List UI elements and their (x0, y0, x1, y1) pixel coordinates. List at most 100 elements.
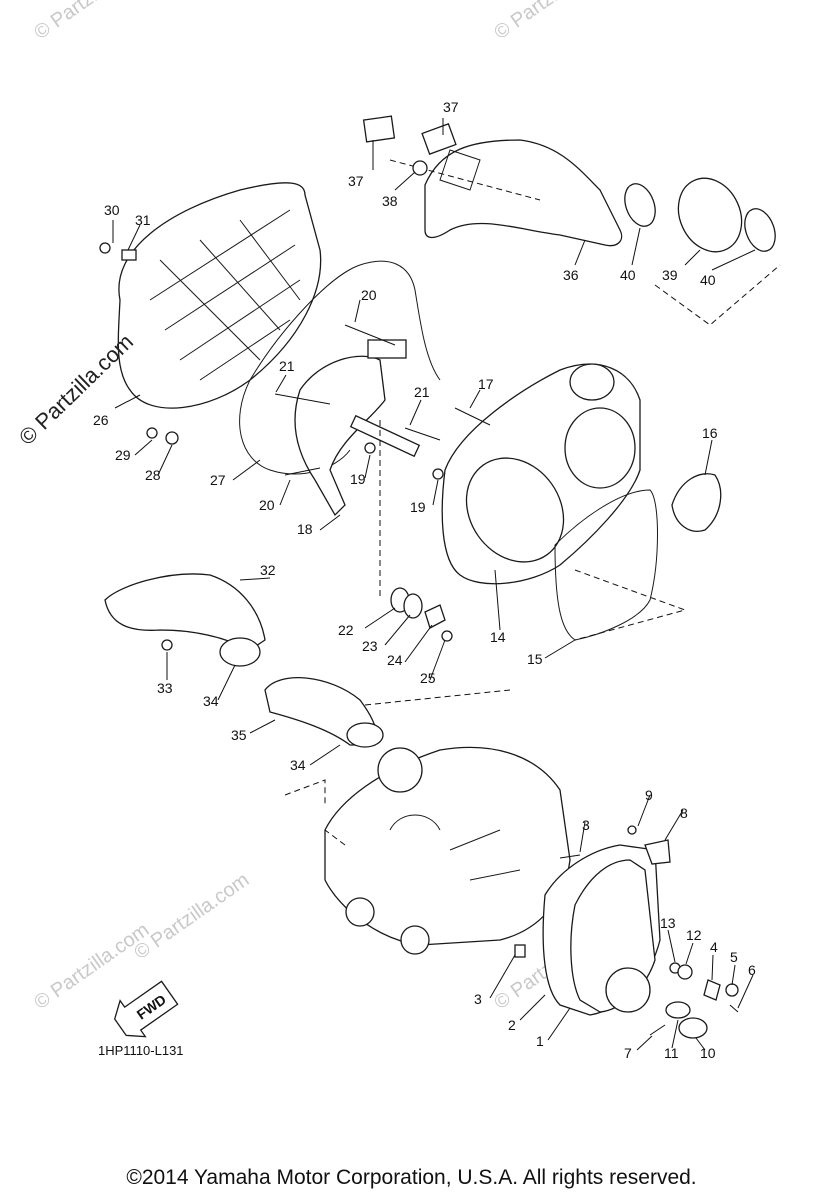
callout-39: 39 (662, 267, 678, 283)
cover-duct-port (569, 363, 615, 401)
callout-15: 15 (527, 651, 543, 667)
gasket-16 (671, 473, 722, 532)
crankcase-assembly (284, 746, 581, 958)
callout-31: 31 (135, 212, 151, 228)
cover-grille (149, 209, 301, 381)
bolt-25 (441, 630, 453, 642)
lower-duct-dashed (364, 689, 511, 706)
bolt-30 (99, 242, 111, 254)
callout-21: 21 (279, 358, 295, 374)
cap-10 (678, 1017, 708, 1039)
callout-labels: 37 37 38 36 40 39 40 30 31 26 29 28 27 2… (93, 99, 756, 1061)
crankcase-cover-assembly (542, 825, 739, 1039)
callout-37: 37 (443, 99, 459, 115)
callout-17: 17 (478, 376, 494, 392)
clamp-28 (165, 431, 179, 445)
callout-32: 32 (260, 562, 276, 578)
oring-11 (665, 1001, 691, 1019)
callout-22: 22 (338, 622, 354, 638)
watermark-mid-left: © Partzilla.com (130, 869, 253, 964)
gasket-connection-dashed (574, 569, 687, 641)
callout-19: 19 (410, 499, 426, 515)
outer-cover-assembly (99, 182, 322, 445)
bearing-23 (403, 593, 423, 619)
damper-38 (412, 160, 428, 176)
inner-cover-assembly (441, 363, 722, 641)
copyright-notice: ©2014 Yamaha Motor Corporation, U.S.A. A… (126, 1166, 697, 1189)
callout-16: 16 (702, 425, 718, 441)
clamp-40a (624, 183, 656, 227)
crankcase-bearing (400, 925, 430, 955)
callout-27: 27 (210, 472, 226, 488)
bracket-rail (349, 414, 421, 458)
bolt-21a-body (274, 393, 331, 405)
watermark-top-right: © Partzilla.com (490, 0, 613, 44)
clamp-34b (346, 722, 384, 748)
seal-37b (421, 123, 457, 155)
callout-8: 8 (680, 805, 688, 821)
callout-2: 2 (508, 1017, 516, 1033)
lower-duct-assembly (104, 573, 511, 748)
leader-lines (112, 118, 756, 1051)
cover-bore (465, 457, 565, 563)
bolt-9 (627, 825, 637, 835)
callout-37: 37 (348, 173, 364, 189)
crankcase-port (377, 747, 423, 793)
dowel-3b (514, 944, 526, 958)
watermark-top-left: © Partzilla.com (30, 0, 153, 44)
callout-40: 40 (620, 267, 636, 283)
seal-37a (362, 115, 396, 143)
bolt-21b-body (404, 427, 441, 441)
clamp-31 (121, 249, 137, 261)
callout-6: 6 (748, 962, 756, 978)
callout-26: 26 (93, 412, 109, 428)
duct-label-patch (439, 149, 481, 191)
joint-39 (677, 177, 743, 253)
callout-19: 19 (350, 471, 366, 487)
bolt-20b-body (284, 467, 321, 476)
bearing-stack (379, 420, 453, 642)
callout-13: 13 (660, 915, 676, 931)
callout-33: 33 (157, 680, 173, 696)
cover-boss (605, 967, 651, 1013)
plate-8 (644, 839, 671, 865)
callout-3: 3 (474, 991, 482, 1007)
fwd-arrow-icon: FWD (113, 980, 179, 1038)
bracket-4 (703, 979, 721, 1001)
plate-24 (424, 604, 446, 629)
callout-24: 24 (387, 652, 403, 668)
bolt-17-body (454, 407, 491, 426)
crankcase-dashed (284, 779, 346, 846)
callout-23: 23 (362, 638, 378, 654)
screw-5 (725, 983, 739, 997)
callout-10: 10 (700, 1045, 716, 1061)
gasket-15 (554, 489, 658, 641)
collar-19a (364, 442, 376, 454)
bolt-29 (146, 427, 158, 439)
cover-intake (564, 407, 636, 489)
clamp-34a (219, 637, 261, 667)
callout-34: 34 (203, 693, 219, 709)
callout-25: 25 (420, 670, 436, 686)
dowel-3a (559, 854, 581, 859)
callout-38: 38 (382, 193, 398, 209)
duct-32 (104, 573, 266, 651)
collar-19b (432, 468, 444, 480)
bolt-20a-body (344, 324, 396, 346)
duct-connection-dashed (654, 264, 781, 326)
callout-1: 1 (536, 1033, 544, 1049)
clamp-40b (744, 208, 776, 252)
callout-12: 12 (686, 927, 702, 943)
callout-9: 9 (645, 787, 653, 803)
callout-18: 18 (297, 521, 313, 537)
bolt-7 (649, 1024, 666, 1036)
crankcase-detail (389, 814, 521, 881)
intake-duct-36 (424, 139, 623, 247)
callout-34: 34 (290, 757, 306, 773)
callout-35: 35 (231, 727, 247, 743)
callout-11: 11 (664, 1045, 679, 1061)
callout-40: 40 (700, 272, 716, 288)
crankcase-boss (345, 897, 375, 927)
